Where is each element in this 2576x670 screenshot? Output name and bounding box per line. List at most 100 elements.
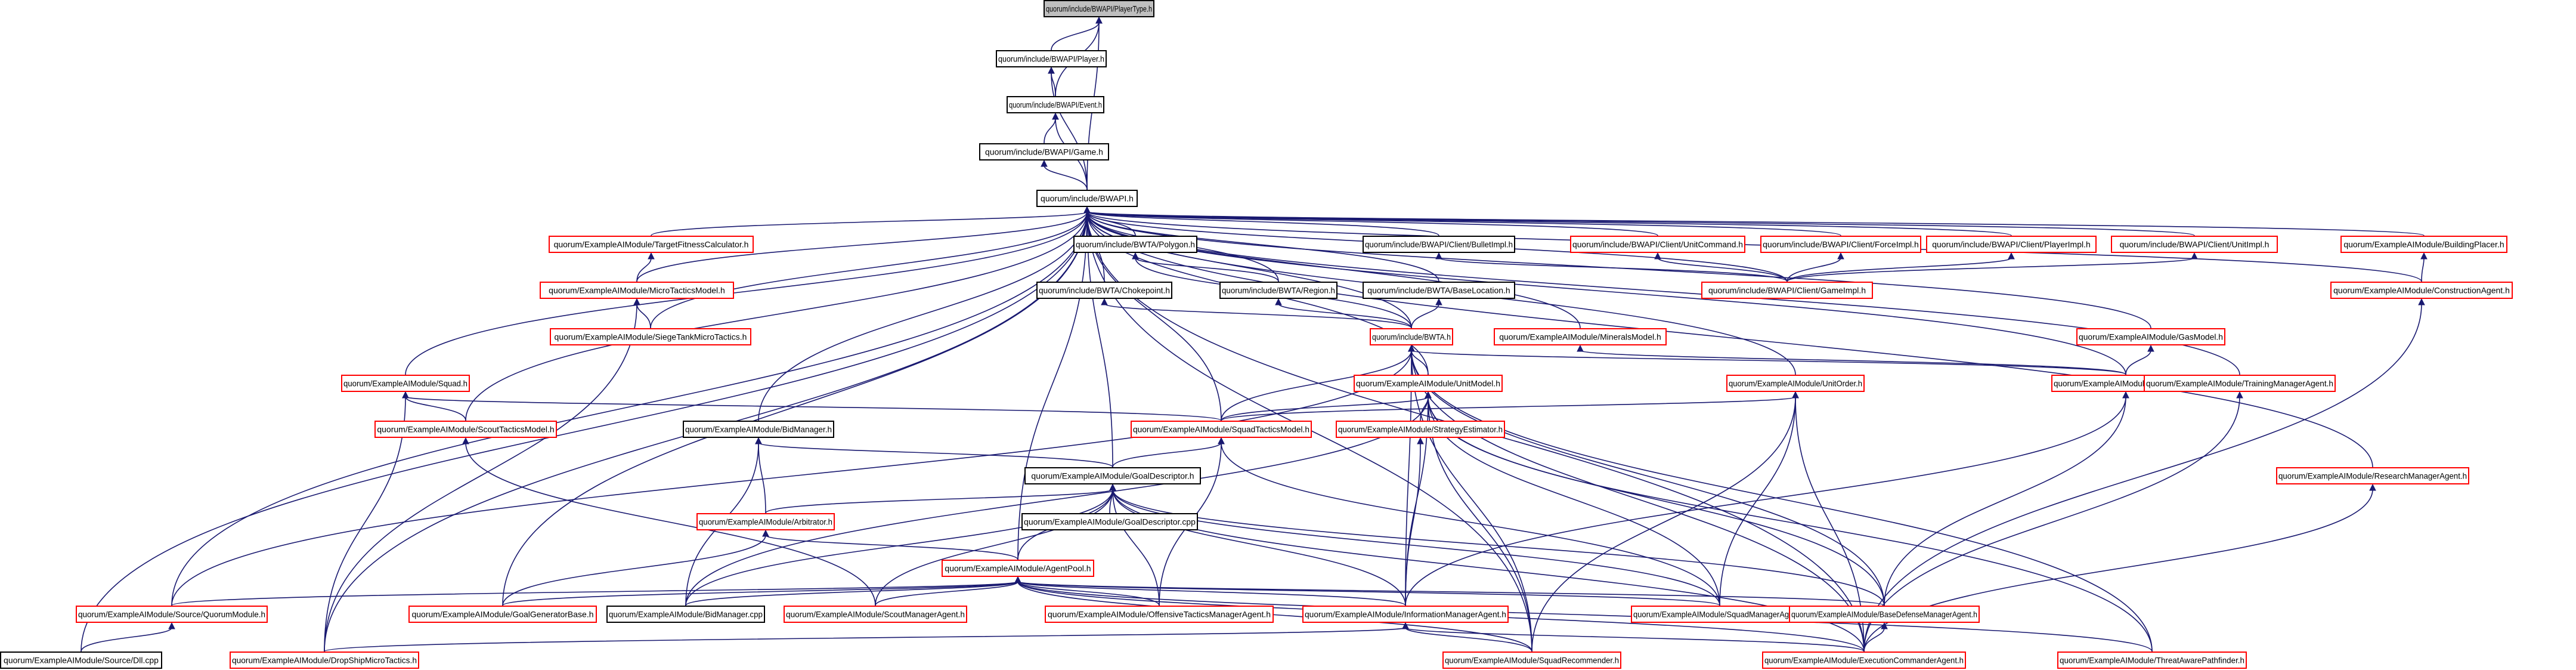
node-label: quorum/ExampleAIModule/Squad.h [343,379,467,388]
graph-node-game[interactable]: quorum/include/BWAPI/Game.h [979,143,1109,160]
graph-node-goalgeneratorbase[interactable]: quorum/ExampleAIModule/GoalGeneratorBase… [408,606,597,623]
node-label: quorum/ExampleAIModule/ScoutManagerAgent… [786,610,965,619]
graph-node-forceimpl[interactable]: quorum/include/BWAPI/Client/ForceImpl.h [1760,236,1921,253]
graph-node-bwapi[interactable]: quorum/include/BWAPI.h [1036,190,1138,207]
include-edge [1112,437,1225,468]
graph-node-squadmanager[interactable]: quorum/ExampleAIModule/SquadManagerAgent… [1631,606,1809,623]
edge-arrowhead [2236,391,2243,399]
edge-line [2421,257,2425,282]
graph-node-agentpool[interactable]: quorum/ExampleAIModule/AgentPool.h [942,560,1094,577]
node-box [0,652,162,669]
include-edge [636,252,655,282]
graph-node-unitmodel[interactable]: quorum/ExampleAIModule/UnitModel.h [1354,375,1503,392]
graph-node-unitcommand[interactable]: quorum/include/BWAPI/Client/UnitCommand.… [1570,236,1745,253]
node-label: quorum/ExampleAIModule/Arbitrator.h [699,517,832,527]
edge-line [171,350,1412,606]
node-box [1926,236,2097,253]
graph-node-basedefense[interactable]: quorum/ExampleAIModule/BaseDefenseManage… [1789,606,1980,623]
graph-node-goaldescriptorcpp[interactable]: quorum/ExampleAIModule/GoalDescriptor.cp… [1021,513,1198,530]
graph-node-trainingmanager[interactable]: quorum/ExampleAIModule/TrainingManagerAg… [2144,375,2336,392]
node-label: quorum/ExampleAIModule/BidManager.cpp [609,610,763,619]
node-label: quorum/ExampleAIModule/GoalDescriptor.cp… [1024,517,1196,527]
graph-node-bwta[interactable]: quorum/include/BWTA.h [1370,328,1453,345]
graph-node-mineralsmodel[interactable]: quorum/ExampleAIModule/MineralsModel.h [1494,328,1667,345]
node-label: quorum/include/BWTA/Polygon.h [1076,240,1195,249]
graph-node-researchmanager[interactable]: quorum/ExampleAIModule/ResearchManagerAg… [2276,467,2469,484]
node-label: quorum/ExampleAIModule/GasModel.h [2079,332,2223,342]
node-label: quorum/ExampleAIModule/TargetFitnessCalc… [554,240,749,249]
edge-arrowhead [1218,437,1225,444]
graph-node-constructionagent[interactable]: quorum/ExampleAIModule/ConstructionAgent… [2330,282,2513,299]
graph-node-gasmodel[interactable]: quorum/ExampleAIModule/GasModel.h [2076,328,2225,345]
edge-arrowhead [1052,112,1059,120]
edge-line [1657,257,1788,282]
node-box [1073,236,1197,253]
graph-node-squadrecommender[interactable]: quorum/ExampleAIModule/SquadRecommender.… [1442,652,1621,669]
graph-node-threatpathfinder[interactable]: quorum/ExampleAIModule/ThreatAwarePathfi… [2057,652,2247,669]
include-edge [1275,298,1412,329]
graph-node-bulletimpl[interactable]: quorum/include/BWAPI/Client/BulletImpl.h [1363,236,1515,253]
graph-node-gameimpl[interactable]: quorum/include/BWAPI/Client/GameImpl.h [1701,282,1873,299]
node-box [1044,0,1154,17]
graph-node-unitorder[interactable]: quorum/ExampleAIModule/UnitOrder.h [1726,375,1865,392]
graph-node-bidmanagercpp[interactable]: quorum/ExampleAIModule/BidManager.cpp [606,606,765,623]
graph-node-goaldescriptor[interactable]: quorum/ExampleAIModule/GoalDescriptor.h [1024,467,1201,484]
edge-line [1086,211,1658,236]
graph-node-playerimpl[interactable]: quorum/include/BWAPI/Client/PlayerImpl.h [1926,236,2097,253]
include-edge [1787,252,2198,282]
graph-node-squad[interactable]: quorum/ExampleAIModule/Squad.h [341,375,470,392]
include-edge [1787,252,2015,282]
graph-node-event[interactable]: quorum/include/BWAPI/Event.h [1007,96,1104,113]
graph-node-strategyestimator[interactable]: quorum/ExampleAIModule/StrategyEstimator… [1336,421,1505,438]
graph-node-baselocation[interactable]: quorum/include/BWTA/BaseLocation.h [1363,282,1515,299]
graph-node-chokepoint[interactable]: quorum/include/BWTA/Chokepoint.h [1036,282,1172,299]
node-label: quorum/ExampleAIModule/BaseDefenseManage… [1791,610,1977,619]
graph-node-arbitrator[interactable]: quorum/ExampleAIModule/Arbitrator.h [696,513,835,530]
edge-line [1086,211,2373,468]
include-edge [685,576,1021,606]
edge-arrowhead [648,252,655,260]
include-edge [462,437,876,606]
edge-line [1017,581,1160,606]
graph-node-scoutmanager[interactable]: quorum/ExampleAIModule/ScoutManagerAgent… [784,606,967,623]
node-label: quorum/include/BWTA.h [1372,332,1451,342]
graph-node-offensivetactics[interactable]: quorum/ExampleAIModule/OffensiveTacticsM… [1045,606,1274,623]
graph-node-scouttactics[interactable]: quorum/ExampleAIModule/ScoutTacticsModel… [374,421,557,438]
graph-node-unitimpl[interactable]: quorum/include/BWAPI/Client/UnitImpl.h [2111,236,2278,253]
edge-line [875,489,1113,606]
graph-node-dllcpp[interactable]: quorum/ExampleAIModule/Source/Dll.cpp [0,652,162,669]
edge-arrowhead [633,298,640,305]
graph-node-player[interactable]: quorum/include/BWAPI/Player.h [996,50,1107,67]
node-label: quorum/include/BWAPI/Event.h [1009,100,1102,110]
graph-node-dropship[interactable]: quorum/ExampleAIModule/DropShipMicroTact… [230,652,419,669]
node-label: quorum/include/BWAPI/Client/UnitCommand.… [1572,240,1743,249]
edge-line [1278,303,1412,329]
include-edge [875,576,1021,606]
edge-line [636,257,652,282]
edge-arrowhead [2008,252,2015,260]
graph-node-executioncommander[interactable]: quorum/ExampleAIModule/ExecutionCommande… [1762,652,1966,669]
graph-node-bwtaregion[interactable]: quorum/include/BWTA/Region.h [1219,282,1337,299]
include-edge [1435,252,1788,282]
edge-line [1863,396,2240,652]
edge-line [1531,396,1796,652]
edge-line [636,303,651,329]
graph-node-bwtapolygon[interactable]: quorum/include/BWTA/Polygon.h [1073,236,1197,253]
node-label: quorum/include/BWTA/Region.h [1222,286,1335,295]
include-edge [80,622,175,652]
graph-node-infomanager[interactable]: quorum/ExampleAIModule/InformationManage… [1302,606,1509,623]
edge-line [1438,257,1788,282]
graph-node-targetfitness[interactable]: quorum/ExampleAIModule/TargetFitnessCalc… [549,236,754,253]
node-label: quorum/include/BWAPI/Client/BulletImpl.h [1365,240,1513,249]
graph-node-quorummodule[interactable]: quorum/ExampleAIModule/Source/QuorumModu… [76,606,268,623]
graph-node-bidmanager[interactable]: quorum/ExampleAIModule/BidManager.h [683,421,834,438]
edge-line [1221,396,1429,421]
graph-node-siegetank[interactable]: quorum/ExampleAIModule/SiegeTankMicroTac… [550,328,751,345]
include-edge [171,576,1021,606]
graph-node-squadtactics[interactable]: quorum/ExampleAIModule/SquadTacticsModel… [1131,421,1312,438]
include-edge [758,206,1091,421]
graph-node-microtactics[interactable]: quorum/ExampleAIModule/MicroTacticsModel… [540,282,734,299]
edge-arrowhead [1041,159,1048,167]
node-label: quorum/include/BWTA/BaseLocation.h [1367,286,1510,295]
graph-node-buildingplacer[interactable]: quorum/ExampleAIModule/BuildingPlacer.h [2340,236,2507,253]
